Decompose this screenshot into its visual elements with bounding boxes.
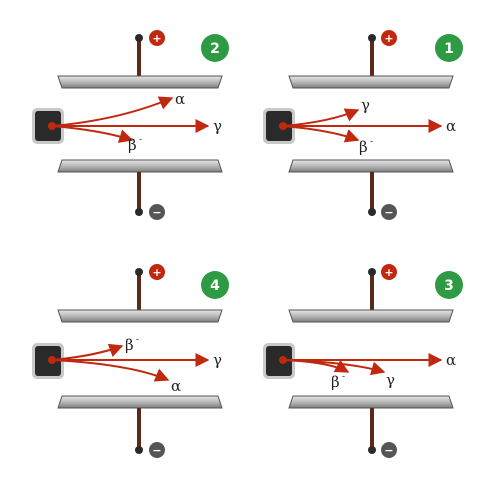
alpha-label: α xyxy=(446,117,456,135)
top-wire xyxy=(137,38,141,76)
beta-ray xyxy=(51,125,134,143)
radiation-source-body xyxy=(266,346,292,376)
minus-sign: − xyxy=(152,206,161,219)
panel-number-badge xyxy=(435,271,463,299)
beta-label: β xyxy=(359,138,368,156)
bottom-wire xyxy=(137,172,141,212)
top-plate xyxy=(288,75,454,89)
beta-ray xyxy=(282,125,360,143)
top-node xyxy=(368,34,376,42)
minus-sign: − xyxy=(384,206,393,219)
panel-number-badge xyxy=(201,34,229,62)
panel-number: 4 xyxy=(210,278,220,294)
panel-3: + − 3 α β - γ xyxy=(263,264,463,458)
panel-number-badge xyxy=(435,34,463,62)
panel-number: 1 xyxy=(444,41,454,57)
minus-terminal-icon xyxy=(381,442,397,458)
gamma-label: γ xyxy=(213,117,222,135)
top-plate xyxy=(288,309,454,323)
panel-number: 2 xyxy=(210,41,220,57)
bottom-plate xyxy=(288,159,454,173)
minus-terminal-icon xyxy=(381,204,397,220)
bottom-node xyxy=(135,446,143,454)
gamma-label: γ xyxy=(386,371,395,389)
bottom-node xyxy=(368,208,376,216)
gamma-label: γ xyxy=(213,351,222,369)
alpha-label: α xyxy=(446,351,456,369)
panel-number: 3 xyxy=(444,278,454,294)
source-emitter xyxy=(279,356,287,364)
source-emitter xyxy=(279,122,287,130)
top-node xyxy=(368,268,376,276)
bottom-node xyxy=(135,208,143,216)
bottom-wire xyxy=(370,408,374,450)
plus-terminal-icon xyxy=(381,264,397,280)
top-plate xyxy=(57,309,223,323)
source-emitter xyxy=(48,122,56,130)
gamma-ray xyxy=(282,359,386,376)
panel-2: + − 2 α γ β - xyxy=(32,30,229,220)
panel-4: + − 4 β - γ α xyxy=(32,264,229,458)
bottom-plate xyxy=(57,395,223,409)
beta-sup-label: - xyxy=(370,137,373,147)
bottom-plate xyxy=(288,395,454,409)
top-wire xyxy=(370,38,374,76)
plus-terminal-icon xyxy=(149,264,165,280)
plus-sign: + xyxy=(384,266,393,279)
top-node xyxy=(135,34,143,42)
plus-sign: + xyxy=(152,32,161,45)
beta-label: β xyxy=(331,373,340,391)
plus-terminal-icon xyxy=(381,30,397,46)
alpha-ray xyxy=(51,96,174,127)
gamma-label: γ xyxy=(361,96,370,114)
source-emitter xyxy=(48,356,56,364)
bottom-node xyxy=(368,446,376,454)
bottom-plate xyxy=(57,159,223,173)
beta-label: β xyxy=(125,336,134,354)
minus-terminal-icon xyxy=(149,442,165,458)
alpha-label: α xyxy=(171,377,181,395)
minus-terminal-icon xyxy=(149,204,165,220)
bottom-wire xyxy=(370,172,374,212)
beta-sup-label: - xyxy=(139,135,142,145)
top-wire xyxy=(137,272,141,310)
top-plate xyxy=(57,75,223,89)
plus-sign: + xyxy=(384,32,393,45)
top-wire xyxy=(370,272,374,310)
minus-sign: − xyxy=(152,444,161,457)
radiation-source-body xyxy=(35,346,61,376)
plus-sign: + xyxy=(152,266,161,279)
beta-sup-label: - xyxy=(136,335,139,345)
alpha-label: α xyxy=(175,90,185,108)
minus-sign: − xyxy=(384,444,393,457)
panel-1: + − 1 γ α β - xyxy=(263,30,463,220)
top-node xyxy=(135,268,143,276)
bottom-wire xyxy=(137,408,141,450)
alpha-ray xyxy=(51,359,170,382)
plus-terminal-icon xyxy=(149,30,165,46)
beta-label: β xyxy=(128,136,137,154)
panel-number-badge xyxy=(201,271,229,299)
beta-sup-label: - xyxy=(342,372,345,382)
